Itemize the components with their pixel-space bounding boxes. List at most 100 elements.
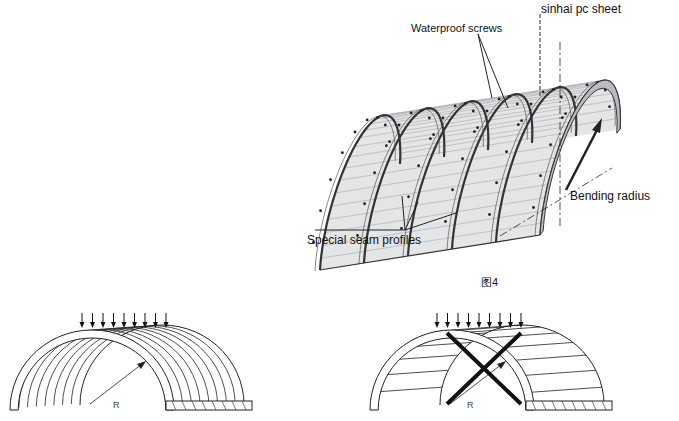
arch-sketch xyxy=(370,313,612,410)
sheet-flute xyxy=(392,83,612,118)
screw xyxy=(442,117,445,120)
screw xyxy=(407,195,410,198)
radius-line xyxy=(497,361,506,369)
sheet-line xyxy=(503,342,573,347)
screw xyxy=(539,174,542,177)
arch-foot xyxy=(526,401,612,410)
load-arrow xyxy=(437,313,438,323)
screw xyxy=(495,181,498,184)
sheet-flute xyxy=(325,198,545,233)
screw xyxy=(398,124,401,127)
part-label: Waterproof screws xyxy=(411,22,502,34)
leader-lines xyxy=(315,14,612,236)
screw xyxy=(505,150,508,153)
arch-foot xyxy=(202,401,206,410)
screw xyxy=(486,110,489,113)
screw xyxy=(574,96,577,99)
screw xyxy=(366,118,369,121)
load-arrow xyxy=(489,313,490,323)
load-arrow xyxy=(80,322,85,328)
screw xyxy=(428,117,431,120)
load-arrow xyxy=(103,313,104,323)
arch-foot xyxy=(582,401,586,410)
arch-foot xyxy=(182,401,186,410)
load-arrow xyxy=(122,322,127,328)
screw xyxy=(354,131,357,134)
arch-foot xyxy=(562,401,566,410)
arch-foot xyxy=(552,401,556,410)
load-arrow xyxy=(153,322,158,328)
radius-line xyxy=(90,364,142,404)
sheet-line xyxy=(526,370,596,375)
load-arrow xyxy=(498,322,503,328)
radius-line xyxy=(450,364,502,404)
part-label: Bending radius xyxy=(570,190,650,203)
load-arrow xyxy=(508,322,513,328)
screw xyxy=(472,110,475,113)
screw xyxy=(530,103,533,106)
load-arrow xyxy=(456,322,461,328)
screw xyxy=(586,83,589,86)
wrong-cross xyxy=(447,333,521,404)
load-arrow xyxy=(510,313,511,323)
wrong-cross xyxy=(447,333,521,404)
load-arrow xyxy=(90,322,95,328)
load-arrow xyxy=(132,322,137,328)
load-arrow xyxy=(143,322,148,328)
screw xyxy=(476,126,479,129)
seam-profile xyxy=(315,116,395,271)
screw xyxy=(516,103,519,106)
load-arrow xyxy=(82,313,83,323)
load-arrow xyxy=(458,313,459,323)
seam-profile xyxy=(452,94,532,249)
load-arrow xyxy=(521,313,522,323)
screw xyxy=(461,157,464,160)
arch-foot xyxy=(602,401,606,410)
load-arrow xyxy=(500,313,501,323)
screw xyxy=(410,111,413,114)
load-arrow xyxy=(134,313,135,323)
screw xyxy=(520,119,523,122)
sheet-line xyxy=(532,387,602,392)
screw xyxy=(561,116,564,119)
load-diagrams xyxy=(10,313,612,410)
arch-foot xyxy=(242,401,246,410)
arch-foot xyxy=(166,401,252,410)
screw xyxy=(549,143,552,146)
load-arrow xyxy=(124,313,125,323)
load-arrow xyxy=(111,322,116,328)
arch-foot xyxy=(542,401,546,410)
load-arrow xyxy=(468,313,469,323)
screw xyxy=(363,202,366,205)
load-arrow xyxy=(113,313,114,323)
arch-foot xyxy=(172,401,176,410)
screw xyxy=(473,130,476,133)
sheet-flute xyxy=(354,112,574,147)
arch-sketch xyxy=(10,313,252,410)
sheet-line xyxy=(488,333,558,338)
screw xyxy=(508,95,511,98)
load-arrow xyxy=(479,313,480,323)
load-arrow xyxy=(487,322,492,328)
sheet-edge xyxy=(540,80,620,235)
load-arrow xyxy=(166,313,167,323)
sheet-flute xyxy=(328,184,548,219)
screw xyxy=(542,90,545,93)
figure-number: 图4 xyxy=(481,276,498,288)
screw xyxy=(417,164,420,167)
screw xyxy=(388,140,391,143)
arch-outline xyxy=(370,330,534,410)
load-arrow xyxy=(466,322,471,328)
screw xyxy=(564,112,567,115)
screw xyxy=(532,206,535,209)
load-arrow xyxy=(101,322,106,328)
part-label: sinhai pc sheet xyxy=(541,3,621,16)
screw xyxy=(451,188,454,191)
arch-foot xyxy=(572,401,576,410)
screw xyxy=(488,213,491,216)
load-arrow xyxy=(435,322,440,328)
sheet-flute xyxy=(331,171,551,206)
arch-foot xyxy=(532,401,536,410)
screw xyxy=(384,124,387,127)
